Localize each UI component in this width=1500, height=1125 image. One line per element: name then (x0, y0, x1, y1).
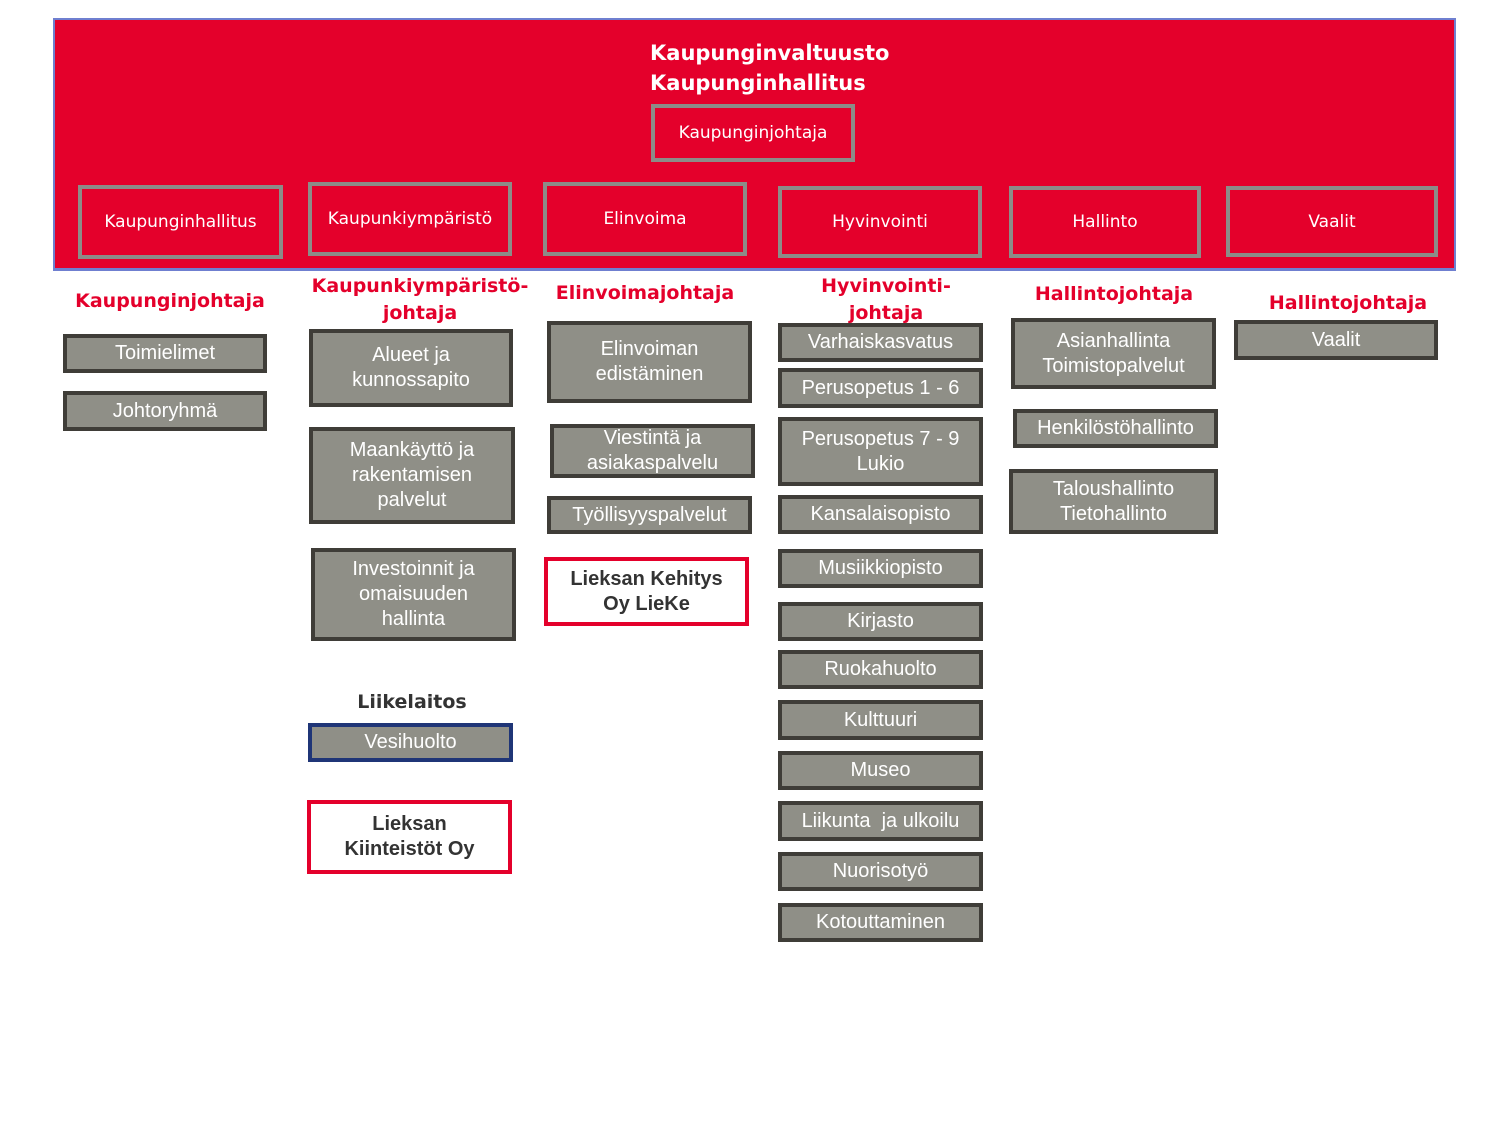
col4-heading-line2: johtaja (848, 302, 924, 324)
col4-heading: Hyvinvointi- johtaja (786, 273, 986, 327)
col4-heading-line1: Hyvinvointi- (821, 275, 951, 297)
sector-label: Elinvoima (603, 209, 687, 229)
unit-label: Varhaiskasvatus (807, 331, 954, 353)
unit-label: Henkilöstöhallinto (1037, 417, 1194, 439)
unit-kulttuuri[interactable]: Kulttuuri (778, 700, 983, 740)
mayor-box-label: Kaupunginjohtaja (678, 123, 828, 143)
unit-johtoryhma[interactable]: Johtoryhmä (63, 391, 267, 431)
unit-nuorisotyo[interactable]: Nuorisotyö (778, 852, 983, 891)
unit-label: Musiikkiopisto (818, 557, 943, 579)
unit-kansalaisopisto[interactable]: Kansalaisopisto (778, 495, 983, 534)
unit-label: Ruokahuolto (824, 658, 937, 680)
unit-vaalit[interactable]: Vaalit (1234, 320, 1438, 360)
unit-taloushallinto[interactable]: Taloushallinto Tietohallinto (1009, 469, 1218, 534)
company-label: Kiinteistöt Oy (344, 838, 475, 860)
sector-label: Kaupunginhallitus (104, 212, 257, 232)
unit-label: Investoinnit ja (352, 558, 475, 580)
unit-label: edistäminen (595, 363, 704, 385)
sector-label: Vaalit (1308, 211, 1356, 232)
unit-label: Perusopetus 7 - 9 (801, 427, 960, 450)
unit-asianhallinta[interactable]: Asianhallinta Toimistopalvelut (1011, 318, 1216, 389)
unit-viestinta[interactable]: Viestintä ja asiakaspalvelu (550, 424, 755, 478)
unit-label: Kansalaisopisto (810, 503, 951, 525)
unit-perusopetus-1-6[interactable]: Perusopetus 1 - 6 (778, 368, 983, 408)
unit-label: Taloushallinto (1052, 477, 1175, 500)
unit-museo[interactable]: Museo (778, 751, 983, 790)
col1-heading: Kaupunginjohtaja (75, 290, 265, 312)
unit-label: Johtoryhmä (112, 399, 218, 422)
unit-label: Kotouttaminen (816, 911, 945, 933)
unit-label: Liikunta ja ulkoilu (801, 809, 960, 832)
company-lieksan-kehitys[interactable]: Lieksan Kehitys Oy LieKe (544, 557, 749, 626)
unit-ruokahuolto[interactable]: Ruokahuolto (778, 650, 983, 689)
unit-label: omaisuuden (359, 583, 468, 605)
unit-label: Alueet ja (372, 344, 450, 366)
sector-label: Hyvinvointi (832, 212, 928, 232)
unit-investoinnit[interactable]: Investoinnit ja omaisuuden hallinta (311, 548, 516, 641)
sector-box-kaupunginhallitus[interactable]: Kaupunginhallitus (78, 185, 283, 259)
mayor-box[interactable]: Kaupunginjohtaja (651, 104, 855, 162)
sector-box-vaalit[interactable]: Vaalit (1226, 186, 1438, 257)
sector-box-hyvinvointi[interactable]: Hyvinvointi (778, 186, 982, 258)
unit-label: Viestintä ja (603, 427, 702, 449)
unit-label: Vaalit (1311, 328, 1361, 351)
unit-maankaytto[interactable]: Maankäyttö ja rakentamisen palvelut (309, 427, 515, 524)
unit-musiikkiopisto[interactable]: Musiikkiopisto (778, 549, 983, 588)
col2-heading-line2: johtaja (382, 302, 458, 324)
company-lieksan-kiinteistot[interactable]: Lieksan Kiinteistöt Oy (307, 800, 512, 874)
unit-label: Toimielimet (114, 342, 216, 364)
unit-label: palvelut (377, 489, 447, 511)
board-name: Kaupunginhallitus (650, 71, 866, 95)
unit-label: Lukio (856, 452, 905, 475)
col2-heading: Kaupunkiympäristö- johtaja (300, 273, 540, 327)
unit-label: Kirjasto (847, 610, 914, 632)
unit-vesihuolto[interactable]: Vesihuolto (308, 723, 513, 762)
unit-kirjasto[interactable]: Kirjasto (778, 602, 983, 641)
council-name: Kaupunginvaltuusto (650, 41, 890, 65)
unit-label: Kulttuuri (843, 708, 918, 731)
col5-heading: Hallintojohtaja (1034, 283, 1194, 305)
unit-varhaiskasvatus[interactable]: Varhaiskasvatus (778, 323, 983, 362)
sector-box-kaupunkiymparisto[interactable]: Kaupunkiympäristö (308, 182, 512, 256)
unit-label: Vesihuolto (364, 731, 457, 753)
enterprise-heading: Liikelaitos (357, 691, 467, 713)
unit-kotouttaminen[interactable]: Kotouttaminen (778, 903, 983, 942)
unit-label: Maankäyttö ja (349, 439, 475, 461)
unit-label: Nuorisotyö (832, 860, 929, 882)
unit-tyollisyyspalvelut[interactable]: Työllisyyspalvelut (547, 496, 752, 534)
sector-box-elinvoima[interactable]: Elinvoima (543, 182, 747, 256)
sector-label: Hallinto (1072, 212, 1138, 232)
unit-toimielimet[interactable]: Toimielimet (63, 334, 267, 373)
company-label: Lieksan (372, 813, 447, 835)
unit-label: Toimistopalvelut (1042, 354, 1185, 377)
unit-label: Tietohallinto (1059, 502, 1168, 525)
company-label: Lieksan Kehitys (570, 567, 723, 590)
col3-heading: Elinvoimajohtaja (555, 282, 735, 304)
unit-label: Perusopetus 1 - 6 (801, 376, 960, 399)
col2-heading-line1: Kaupunkiympäristö- (311, 275, 529, 297)
col6-heading: Hallintojohtaja (1268, 292, 1428, 314)
unit-perusopetus-7-9-lukio[interactable]: Perusopetus 7 - 9 Lukio (778, 417, 983, 486)
unit-label: Työllisyyspalvelut (572, 503, 727, 526)
unit-henkilostohallinto[interactable]: Henkilöstöhallinto (1013, 409, 1218, 448)
sector-box-hallinto[interactable]: Hallinto (1009, 186, 1201, 258)
unit-label: asiakaspalvelu (586, 452, 719, 474)
unit-liikunta-ulkoilu[interactable]: Liikunta ja ulkoilu (778, 801, 983, 841)
unit-label: Museo (850, 759, 911, 781)
council-title: Kaupunginvaltuusto Kaupunginhallitus (650, 38, 890, 98)
sector-label: Kaupunkiympäristö (327, 209, 493, 229)
company-label: Oy LieKe (603, 592, 690, 615)
unit-label: Elinvoiman (600, 338, 699, 360)
unit-label: Asianhallinta (1056, 329, 1171, 352)
unit-label: rakentamisen (351, 464, 473, 486)
unit-label: hallinta (381, 608, 446, 630)
unit-label: kunnossapito (352, 369, 470, 391)
unit-alueet-kunnossapito[interactable]: Alueet ja kunnossapito (309, 329, 513, 407)
unit-elinvoiman-edistaminen[interactable]: Elinvoiman edistäminen (547, 321, 752, 403)
